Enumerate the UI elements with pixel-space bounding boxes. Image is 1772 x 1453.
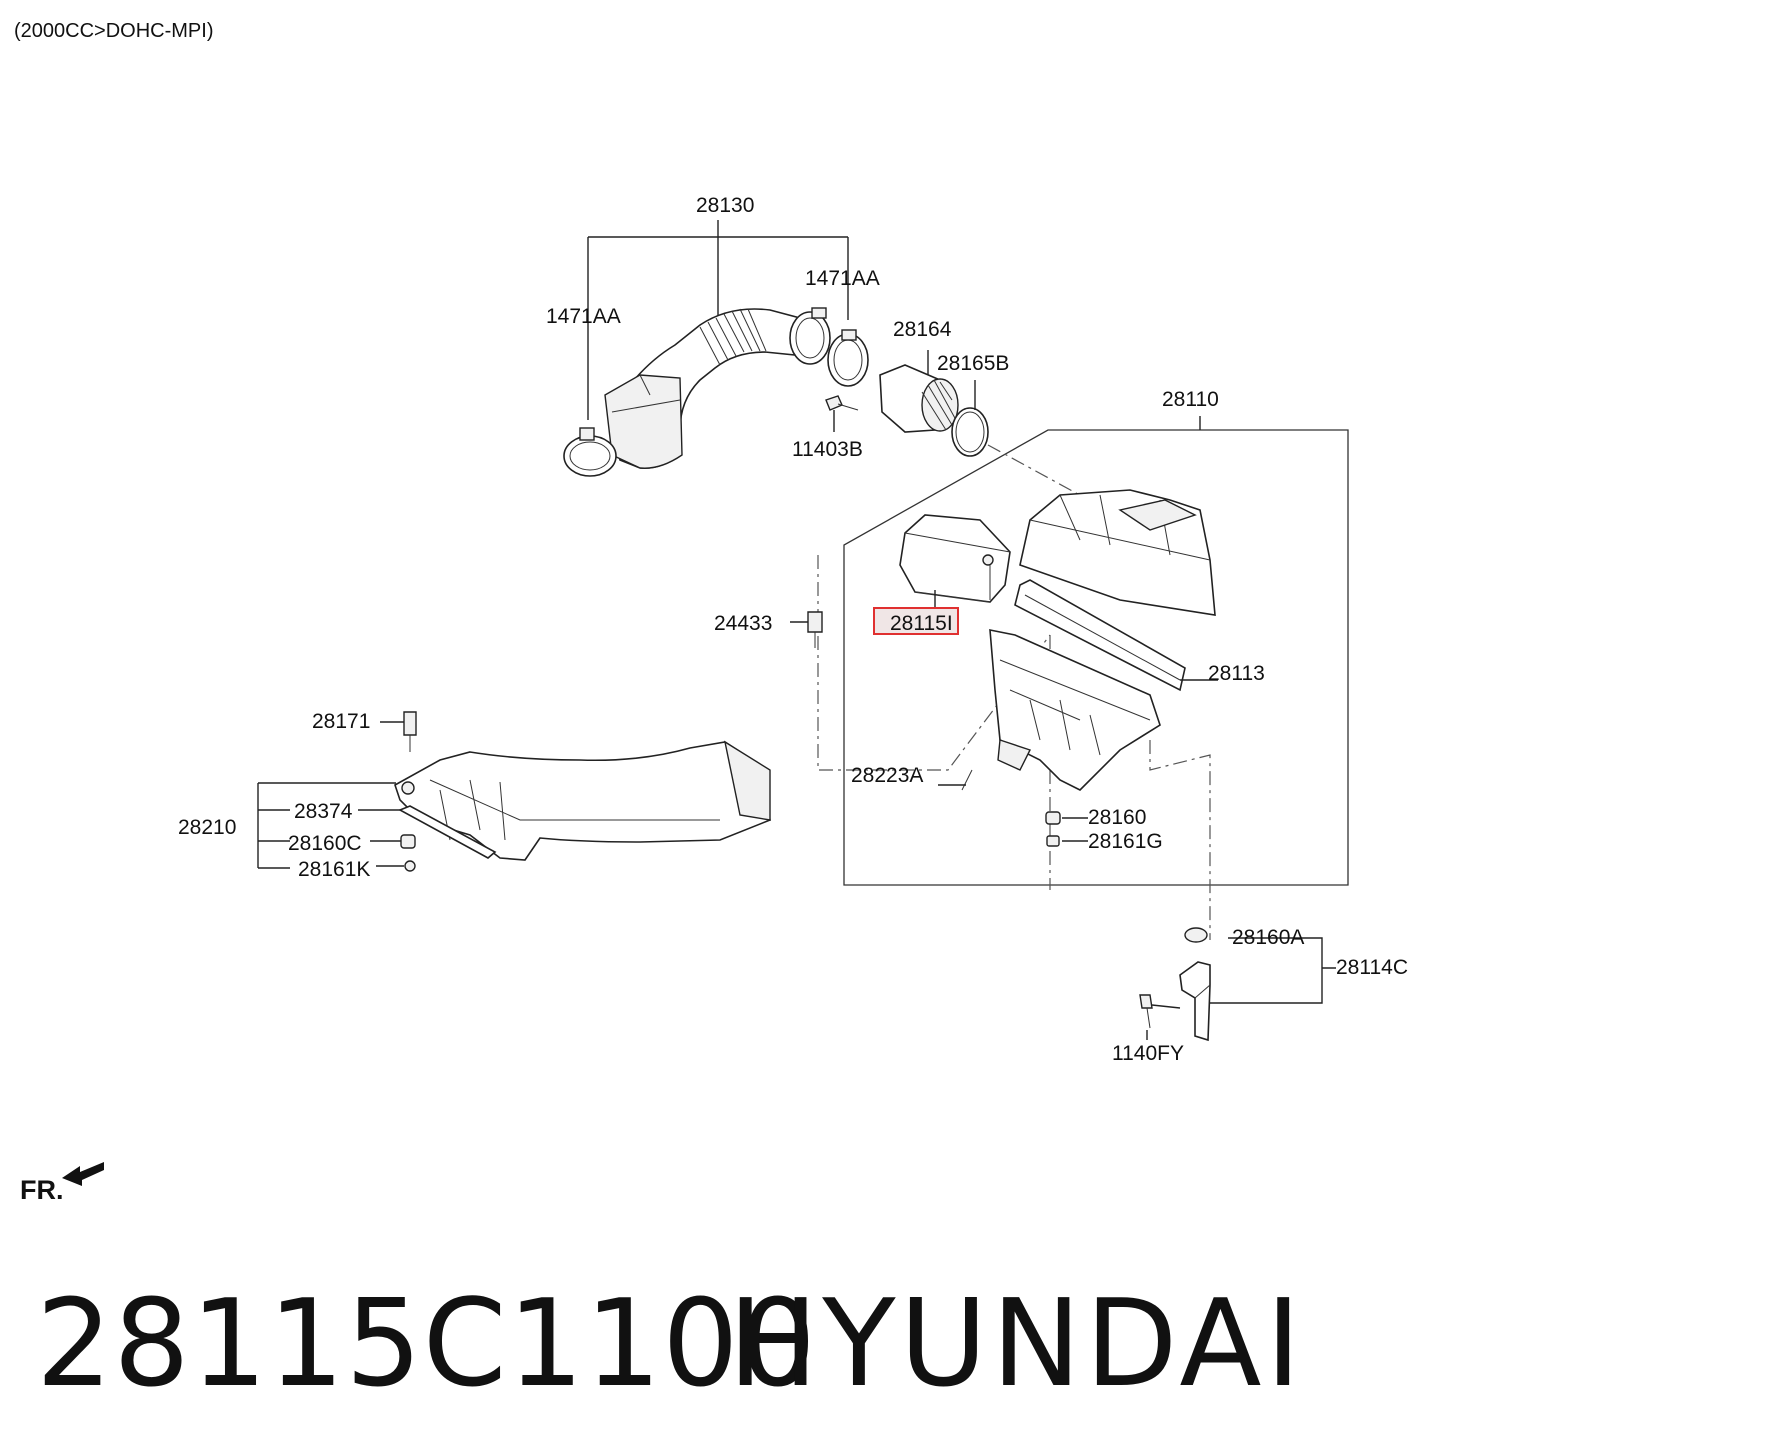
sensor-gasket[interactable] [951, 407, 989, 457]
label-28114c[interactable]: 28114C [1336, 956, 1408, 979]
air-cleaner-lower-case[interactable] [989, 629, 1161, 791]
label-28130[interactable]: 28130 [696, 194, 754, 217]
callout-labels: 28130 1471AA 1471AA 28164 28165B 11403B … [178, 194, 1408, 1065]
label-28161g[interactable]: 28161G [1088, 830, 1163, 853]
label-28115i[interactable]: 28115I [890, 612, 953, 635]
hose-elbow [604, 374, 683, 469]
bolt-24433[interactable] [807, 611, 823, 633]
label-28171[interactable]: 28171 [312, 710, 370, 733]
label-28164[interactable]: 28164 [893, 318, 952, 341]
label-28161k[interactable]: 28161K [298, 858, 370, 881]
highlight-box-28115i [873, 607, 959, 635]
bolt-24433-group [790, 611, 823, 648]
label-1471aa-left[interactable]: 1471AA [546, 305, 621, 328]
air-cleaner-group [817, 416, 1349, 940]
front-direction-label: FR. [20, 1175, 64, 1205]
label-24433[interactable]: 24433 [714, 612, 772, 635]
mounting-bracket[interactable] [1179, 961, 1211, 1042]
airflow-sensor-group [825, 350, 989, 457]
grommet-28160C[interactable] [400, 834, 416, 849]
brand-name: HYUNDAI [728, 1275, 1305, 1414]
bolt-28171[interactable] [403, 711, 417, 736]
label-28223a[interactable]: 28223A [851, 764, 923, 787]
air-cleaner-frame [843, 429, 1349, 886]
collar-28161G[interactable] [1046, 835, 1060, 847]
sensor-bolt[interactable] [825, 395, 843, 411]
label-28165b[interactable]: 28165B [937, 352, 1009, 375]
label-28160[interactable]: 28160 [1088, 806, 1146, 829]
intake-hose-group [563, 220, 869, 477]
intake-duct-group [257, 711, 771, 872]
grommet-28160[interactable] [1045, 811, 1061, 825]
label-28160c[interactable]: 28160C [288, 832, 362, 855]
label-28113[interactable]: 28113 [1208, 662, 1265, 685]
hose-clamp-hose-end[interactable] [789, 311, 831, 365]
label-1140fy[interactable]: 1140FY [1112, 1042, 1184, 1065]
label-28374[interactable]: 28374 [294, 800, 353, 823]
duct-strip-28374[interactable] [398, 805, 497, 859]
collar-28161K[interactable] [404, 860, 416, 872]
label-11403b[interactable]: 11403B [792, 438, 863, 461]
filter-frame-strip[interactable] [1014, 579, 1186, 692]
label-28210[interactable]: 28210 [178, 816, 236, 839]
bolt-1140FY[interactable] [1139, 994, 1153, 1009]
label-28110[interactable]: 28110 [1162, 388, 1219, 411]
bracket-group [1139, 927, 1336, 1042]
part-number: 28115C1100 [36, 1275, 817, 1414]
grommet-28160A[interactable] [1184, 927, 1208, 943]
label-28160a[interactable]: 28160A [1232, 926, 1304, 949]
label-1471aa-right[interactable]: 1471AA [805, 267, 880, 290]
front-direction-arrow-icon [62, 1162, 104, 1186]
filter-element[interactable] [899, 514, 1011, 603]
intake-duct[interactable] [394, 741, 771, 861]
engine-spec: (2000CC>DOHC-MPI) [14, 20, 214, 42]
